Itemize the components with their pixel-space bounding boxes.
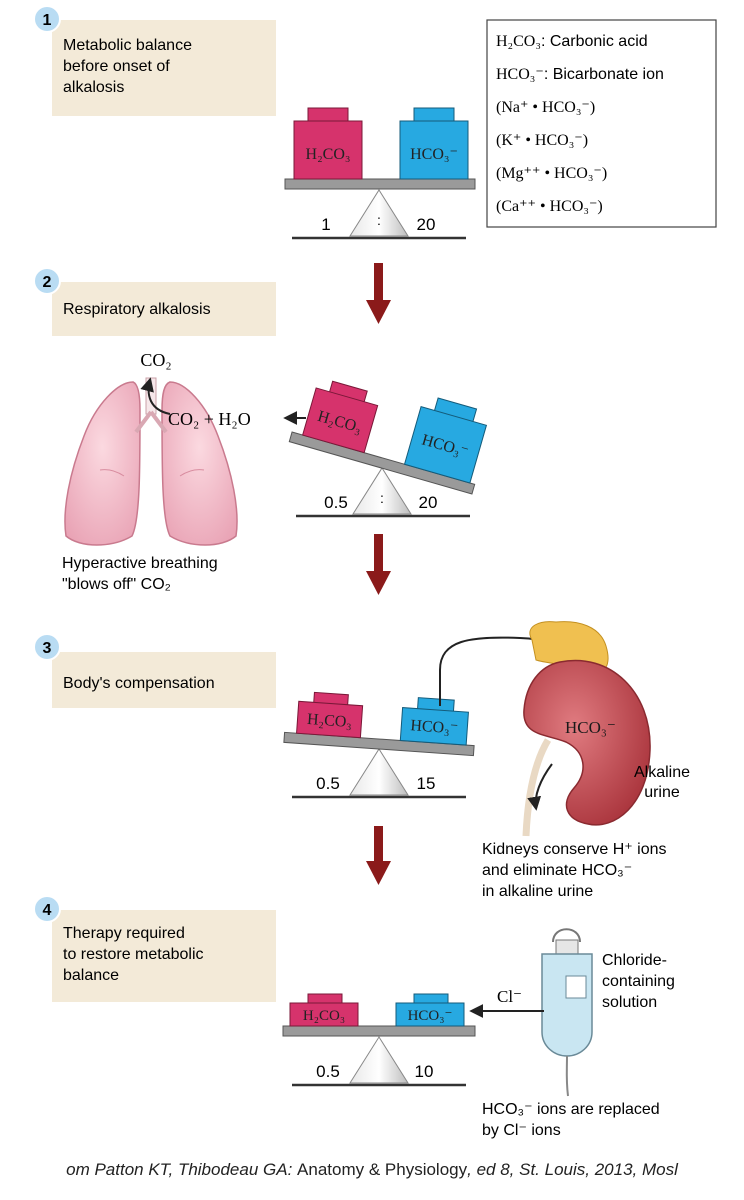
- beam-2: [288, 431, 476, 495]
- ratio-3-base: 15: [417, 774, 436, 793]
- step-4-label-line-1: Therapy required: [63, 925, 185, 942]
- step-3-label-box: [52, 652, 276, 708]
- fulcrum-3: [349, 748, 409, 796]
- fulcrum-1-separator: :: [377, 212, 381, 228]
- legend-box: H₂CO₃: Carbonic acid HCO₃⁻: Bicarbonate …: [486, 19, 717, 228]
- ureter: [522, 738, 552, 837]
- base-weight-4: HCO₃⁻: [395, 993, 465, 1027]
- svg-text:HCO₃⁻: HCO₃⁻: [408, 1008, 453, 1024]
- base-weight-2: HCO₃⁻: [403, 397, 488, 484]
- svg-text:HCO₃⁻: HCO₃⁻: [410, 717, 459, 737]
- legend-item-1: H₂CO₃: Carbonic acid: [496, 33, 648, 50]
- ratio-4-acid: 0.5: [316, 1062, 340, 1081]
- step-4: 4 Therapy required to restore metabolic …: [33, 895, 276, 1002]
- step-3-number: 3: [43, 640, 52, 657]
- solution-label-line-3: solution: [602, 994, 657, 1011]
- kidney-caption-line-2: and eliminate HCO₃⁻: [482, 862, 632, 879]
- chloride-label: Cl⁻: [497, 987, 522, 1006]
- acid-weight-2: H₂CO₃: [302, 380, 379, 454]
- step-4-label-line-2: to restore metabolic: [63, 946, 204, 963]
- base-weight-3: HCO₃⁻: [399, 697, 469, 746]
- step-3-badge: [33, 633, 61, 661]
- fulcrum-1: [349, 189, 409, 237]
- exhale-arrow: [140, 377, 171, 415]
- kidney-hco3-label: HCO₃⁻: [565, 718, 616, 737]
- kidney-caption-line-1: Kidneys conserve H⁺ ions: [482, 841, 667, 858]
- legend-item-3: (Na⁺ • HCO₃⁻): [496, 99, 595, 116]
- step-1-label-line-1: Metabolic balance: [63, 37, 192, 54]
- beam-3: [283, 731, 475, 757]
- respiration-equation: CO₂ + H₂O: [168, 409, 251, 429]
- step-1-label-line-2: before onset of: [63, 58, 170, 75]
- lungs-caption-line-2: "blows off" CO₂: [62, 576, 171, 593]
- down-arrow-1: [366, 263, 391, 324]
- step-1-label-box: [52, 20, 276, 116]
- solution-label-line-2: containing: [602, 973, 675, 990]
- step-2-label-line-1: Respiratory alkalosis: [63, 301, 211, 318]
- step-2-label-box: [52, 282, 276, 336]
- beam-4: [282, 1025, 476, 1037]
- therapy-caption-line-2: by Cl⁻ ions: [482, 1122, 561, 1139]
- step-1-number: 1: [43, 12, 52, 29]
- solution-label-line-1: Chloride-: [602, 952, 667, 969]
- iv-bag-illustration: [541, 928, 593, 1097]
- down-arrow-3: [366, 826, 391, 885]
- step-1: 1 Metabolic balance before onset of alka…: [33, 5, 276, 116]
- lungs-caption-line-1: Hyperactive breathing: [62, 555, 218, 572]
- ratio-2-base: 20: [419, 493, 438, 512]
- kidney-illustration: [522, 621, 651, 837]
- step-4-badge: [33, 895, 61, 923]
- kidney: [523, 659, 651, 826]
- acid-weight-3: H₂CO₃: [296, 691, 364, 739]
- balance-1: : H₂CO₃ HCO₃⁻ 1 20: [284, 107, 476, 240]
- step-2-badge: [33, 267, 61, 295]
- ratio-3-acid: 0.5: [316, 774, 340, 793]
- step-2-number: 2: [43, 274, 52, 291]
- urine-arrow: [527, 763, 553, 811]
- lungs-co2-label: CO₂: [140, 350, 171, 370]
- down-arrow-2: [366, 534, 391, 595]
- svg-text:H₂CO₃: H₂CO₃: [303, 1008, 345, 1024]
- step-3: 3 Body's compensation: [33, 633, 276, 708]
- ratio-4-base: 10: [415, 1062, 434, 1081]
- svg-text:HCO₃⁻: HCO₃⁻: [410, 146, 458, 163]
- balance-3: H₂CO₃ HCO₃⁻ 0.5 15: [283, 691, 475, 799]
- legend-item-5: (Mg⁺⁺ • HCO₃⁻): [496, 165, 607, 182]
- legend-item-4: (K⁺ • HCO₃⁻): [496, 132, 588, 149]
- step-1-badge: [33, 5, 61, 33]
- legend-item-2: HCO₃⁻: Bicarbonate ion: [496, 66, 664, 83]
- step-1-label-line-3: alkalosis: [63, 79, 124, 96]
- source-citation: om Patton KT, Thibodeau GA: Anatomy & Ph…: [0, 1160, 744, 1180]
- alkaline-urine-line-1: Alkaline: [634, 764, 690, 781]
- citation-authors: om Patton KT, Thibodeau GA:: [66, 1160, 298, 1179]
- step-4-label-line-3: balance: [63, 967, 119, 984]
- kidney-caption-line-3: in alkaline urine: [482, 883, 593, 900]
- lungs-illustration: [64, 377, 238, 546]
- therapy-caption-line-1: HCO₃⁻ ions are replaced: [482, 1101, 660, 1118]
- acid-weight-4: H₂CO₃: [289, 993, 359, 1027]
- legend-item-6: (Ca⁺⁺ • HCO₃⁻): [496, 198, 603, 215]
- citation-publisher: , ed 8, St. Louis, 2013, Mosl: [467, 1160, 678, 1179]
- ratio-1-base: 20: [417, 215, 436, 234]
- acid-weight-1: H₂CO₃: [293, 107, 363, 180]
- alkaline-urine-line-2: urine: [644, 784, 680, 801]
- citation-title: Anatomy & Physiology: [297, 1160, 468, 1179]
- svg-text:H₂CO₃: H₂CO₃: [306, 146, 351, 163]
- fulcrum-4: [349, 1036, 409, 1084]
- base-weight-1: HCO₃⁻: [399, 107, 469, 180]
- ratio-1-acid: 1: [321, 215, 330, 234]
- balance-2: : H₂CO₃ HCO₃⁻ 0.5 20: [288, 380, 488, 518]
- balance-4: H₂CO₃ HCO₃⁻ 0.5 10: [282, 993, 476, 1087]
- step-2: 2 Respiratory alkalosis: [33, 267, 276, 336]
- svg-text:H₂CO₃: H₂CO₃: [306, 711, 352, 731]
- step-4-number: 4: [43, 902, 52, 919]
- fulcrum-2: [352, 467, 412, 515]
- fulcrum-2-separator: :: [380, 490, 384, 506]
- step-4-label-box: [52, 910, 276, 1002]
- ratio-2-acid: 0.5: [324, 493, 348, 512]
- step-3-label-line-1: Body's compensation: [63, 675, 215, 692]
- beam-1: [284, 178, 476, 190]
